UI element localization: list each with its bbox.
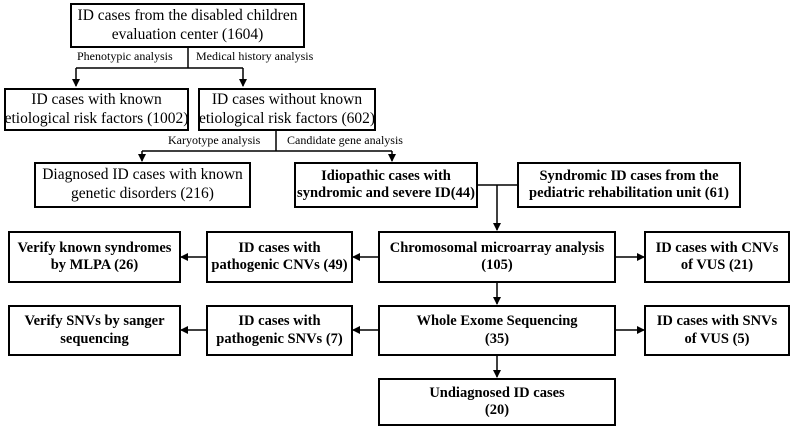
box-line: genetic disorders (216) [71,185,214,202]
box-line: etiological risk factors (602) [198,109,376,127]
box-known-risk-factors: ID cases with known etiological risk fac… [4,88,189,131]
box-line: ID cases with [238,239,321,256]
label-karyotype-analysis: Karyotype analysis [167,133,262,147]
box-line: sequencing [60,330,129,347]
box-line: syndromic and severe ID(44) [297,185,475,201]
box-line: Diagnosed ID cases with known [42,166,243,184]
box-line: pathogenic SNVs (7) [216,330,343,347]
box-cnvs-vus: ID cases with CNVs of VUS (21) [644,231,790,283]
box-pathogenic-cnvs: ID cases with pathogenic CNVs (49) [206,231,353,283]
box-chromosomal-microarray: Chromosomal microarray analysis (105) [378,231,616,283]
box-without-known-risk-factors: ID cases without known etiological risk … [198,88,376,131]
box-pathogenic-snvs: ID cases with pathogenic SNVs (7) [206,305,353,356]
box-line: ID cases from the disabled children [77,6,298,24]
box-diagnosed-genetic-disorders: Diagnosed ID cases with known genetic di… [34,162,251,208]
box-whole-exome-sequencing: Whole Exome Sequencing (35) [378,305,616,356]
box-syndromic-rehab-unit: Syndromic ID cases from the pediatric re… [517,162,741,208]
box-line: Whole Exome Sequencing [416,313,578,330]
label-candidate-gene-analysis: Candidate gene analysis [286,133,404,147]
box-line: pediatric rehabilitation unit (61) [529,185,729,201]
box-line: Idiopathic cases with [321,167,451,184]
box-line: (20) [484,402,510,418]
box-snvs-vus: ID cases with SNVs of VUS (5) [644,305,790,356]
box-line: (35) [484,330,510,347]
box-verify-sanger: Verify SNVs by sanger sequencing [8,305,181,356]
box-line: ID cases with SNVs [656,313,778,330]
box-line: Undiagnosed ID cases [429,384,565,401]
box-line: ID cases with CNVs [655,239,779,256]
box-line: of VUS (5) [684,330,750,347]
box-line: Verify known syndromes [17,239,172,256]
box-line: ID cases without known [211,90,363,108]
box-line: pathogenic CNVs (49) [211,257,348,273]
label-phenotypic-analysis: Phenotypic analysis [76,49,174,63]
box-line: ID cases with [238,313,321,330]
box-line: of VUS (21) [680,257,754,273]
box-line: by MLPA (26) [50,257,139,273]
box-line: Chromosomal microarray analysis [389,239,605,256]
box-line: etiological risk factors (1002) [4,109,189,127]
box-line: Syndromic ID cases from the [539,167,719,184]
box-line: ID cases with known [31,90,162,108]
box-undiagnosed: Undiagnosed ID cases (20) [378,378,616,426]
label-medical-history-analysis: Medical history analysis [195,49,315,63]
box-verify-mlpa: Verify known syndromes by MLPA (26) [8,231,181,283]
box-line: evaluation center (1604) [111,25,264,43]
box-idiopathic-cases: Idiopathic cases with syndromic and seve… [294,162,478,208]
box-line: (105) [481,257,513,273]
box-ids-from-evaluation-center: ID cases from the disabled children eval… [70,3,305,48]
box-line: Verify SNVs by sanger [24,313,165,330]
